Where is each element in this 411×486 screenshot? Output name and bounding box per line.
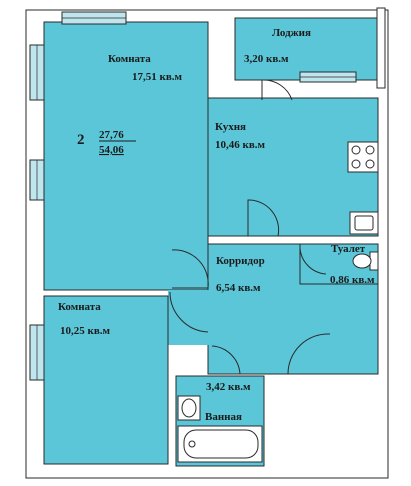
rooms-count: 2 (77, 132, 85, 148)
door-room1 (171, 249, 209, 289)
bathtub-icon (177, 425, 263, 463)
door-toilet (299, 247, 327, 275)
sink-icon (349, 211, 379, 235)
toilet-area: 0,86 кв.м (330, 274, 375, 286)
loggia-area: 3,20 кв.м (244, 53, 289, 65)
door-kitchen (247, 199, 280, 237)
toilet-icon (352, 251, 379, 271)
corridor-area: 6,54 кв.м (216, 282, 261, 294)
kitchen-name: Кухня (215, 121, 246, 133)
room1-floor (43, 21, 209, 291)
living-area: 27,76 (99, 129, 124, 141)
door-entrance (287, 333, 331, 375)
loggia-right-wall (376, 7, 386, 89)
washbasin-icon (177, 395, 201, 421)
total-area: 54,06 (99, 144, 124, 156)
door-room2 (169, 291, 209, 333)
corridor-link-floor (168, 290, 212, 345)
bathroom-name: Ванная (205, 411, 242, 423)
room2-area: 10,25 кв.м (60, 325, 111, 337)
door-bathroom (211, 345, 241, 375)
room2-name: Комната (58, 301, 101, 313)
corridor-name: Корридор (216, 255, 265, 267)
room2-floor (43, 295, 169, 465)
stove-icon (347, 141, 379, 173)
toilet-name: Туалет (331, 243, 366, 255)
bathroom-area: 3,42 кв.м (206, 381, 251, 393)
kitchen-area: 10,46 кв.м (215, 139, 266, 151)
door-loggia (261, 79, 293, 101)
room1-name: Комната (108, 53, 151, 65)
loggia-floor (234, 17, 378, 81)
loggia-name: Лоджия (272, 27, 311, 39)
room1-area: 17,51 кв.м (132, 71, 183, 83)
